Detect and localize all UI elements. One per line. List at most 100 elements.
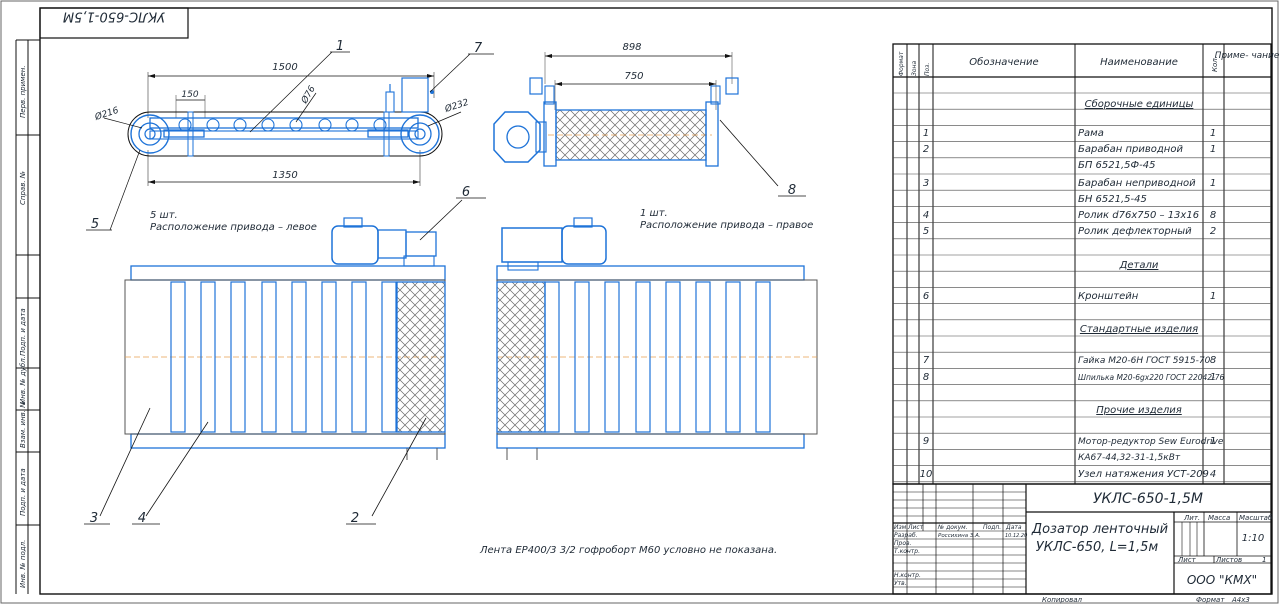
bom-header-designation: Обозначение: [969, 56, 1038, 68]
callout-1: 1: [336, 39, 344, 54]
bom-name: Ролик d76x750 – 13x16: [1078, 210, 1199, 221]
bom-header-zone: Зона: [911, 61, 918, 76]
tb-date: 10.12.20: [1005, 533, 1027, 539]
tb-scale-value: 1:10: [1242, 533, 1264, 544]
callout-7: 7: [474, 41, 483, 56]
bom-row-8: 8 Шпилька М20-6gx220 ГОСТ 22042-76 1: [923, 372, 1225, 383]
bom-qty: 1: [1210, 372, 1216, 383]
bom-row-9b: КА67-44,32-31-1,5кВт: [1078, 453, 1181, 463]
tb-scale: Масштаб: [1239, 514, 1273, 522]
bom-name: Кронштейн: [1078, 291, 1139, 302]
left-margin-strip: [15, 39, 40, 594]
bom-name: Ролик дефлекторный: [1078, 226, 1192, 237]
bom-pos: 4: [923, 210, 929, 221]
bom-name: Мотор-редуктор Sew Eurodrive: [1078, 437, 1224, 447]
bottom-note: Лента ЕР400/3 3/2 гофроборт М60 условно …: [479, 544, 777, 556]
callout-5: 5: [91, 217, 99, 232]
bom-pos: 10: [920, 469, 933, 480]
dim-d76: Ø76: [299, 84, 318, 107]
margin-label-sprav: Справ. №: [19, 171, 27, 205]
bom-name: КА67-44,32-31-1,5кВт: [1078, 453, 1181, 463]
end-view: [493, 52, 779, 187]
bom-name: Рама: [1078, 128, 1104, 139]
tb-col-list: Лист: [907, 524, 924, 531]
margin-label-vzam: Взам. инв. №: [19, 400, 27, 448]
bom-pos: 6: [923, 291, 929, 302]
bom-row-2b: БП 6521,5Ф-45: [1078, 160, 1156, 171]
bom-name: БП 6521,5Ф-45: [1078, 160, 1156, 171]
title-line2: УКЛС-650, L=1,5м: [1036, 540, 1159, 555]
bom-pos: 1: [923, 128, 929, 139]
bom-qty: 2: [1210, 226, 1216, 237]
bom-qty: 4: [1210, 469, 1216, 480]
bom-name: БН 6521,5-45: [1078, 194, 1147, 205]
bom-qty: 8: [1210, 210, 1216, 221]
callout-4: 4: [138, 511, 146, 526]
side-view: [103, 72, 462, 186]
tb-role-prov: Пров.: [894, 540, 912, 547]
top-stamp-box: [39, 7, 189, 39]
title-code: УКЛС-650-1,5М: [1093, 491, 1203, 507]
bom-name: Узел натяжения УСТ-209: [1078, 469, 1209, 480]
note-left-drive: Расположение привода – левое: [150, 222, 317, 233]
tb-col-date: Дата: [1005, 524, 1022, 531]
bom-row-3: 3 Барабан неприводной 1: [923, 177, 1216, 189]
bom-row-3b: БН 6521,5-45: [1078, 194, 1147, 205]
inner-frame: [39, 7, 1273, 595]
bom-header-name: Наименование: [1100, 57, 1178, 68]
title-line1: Дозатор ленточный: [1031, 522, 1168, 537]
bom-row-5: 5 Ролик дефлекторный 2: [923, 226, 1216, 237]
company-name: ООО "КМХ": [1187, 573, 1257, 587]
bom-row-10: 10 Узел натяжения УСТ-209 4: [920, 469, 1217, 480]
bom-pos: 2: [923, 144, 929, 155]
bom-section-details: Детали: [1119, 260, 1159, 271]
tb-format-value: А4х3: [1231, 596, 1250, 604]
bom-pos: 7: [923, 355, 930, 366]
margin-label-podp2: Подп. и дата: [19, 468, 27, 516]
tb-sheets-value: 1: [1262, 556, 1266, 564]
top-stamp-text: УКЛС-650-1,5М: [63, 9, 165, 24]
dim-d216: Ø216: [93, 105, 121, 123]
bom-header-note: Приме- чание: [1215, 51, 1280, 61]
bom-row-6: 6 Кронштейн 1: [923, 291, 1216, 302]
bom-row-7: 7 Гайка М20-6Н ГОСТ 5915-70 8: [923, 355, 1216, 366]
tb-role-nkontr: Н.контр.: [894, 572, 921, 579]
bom-name: Шпилька М20-6gx220 ГОСТ 22042-76: [1078, 373, 1225, 382]
note-right-drive: Расположение привода – правое: [640, 220, 813, 231]
bom-pos: 3: [923, 178, 929, 189]
bom-header-format: Формат: [898, 51, 905, 76]
margin-label-inv-podl: Инв. № подл.: [19, 540, 27, 588]
note-right-qty: 1 шт.: [640, 208, 668, 219]
bom-name: Барабан неприводной: [1078, 177, 1196, 189]
tb-author: Россихина З.А.: [938, 533, 981, 539]
bom-section-standard: Стандартные изделия: [1080, 324, 1198, 335]
dim-898: 898: [622, 42, 641, 53]
bom-header-qty: Кол.: [1211, 56, 1219, 72]
title-block: [892, 483, 1272, 595]
dim-d232: Ø232: [443, 97, 471, 115]
callout-6: 6: [462, 185, 470, 200]
margin-label-podp1: Подп. и дата: [19, 308, 27, 356]
plan-view-left: [99, 199, 463, 517]
bom-qty: 1: [1210, 128, 1216, 139]
bom-qty: 1: [1210, 144, 1216, 155]
tb-role-utv: Утв.: [894, 580, 907, 587]
bom-row-2: 2 Барабан приводной 1: [923, 143, 1216, 155]
margin-label-inv-dubl: Инв. № дубл.: [19, 356, 27, 404]
tb-format: Формат: [1196, 596, 1225, 604]
bom-qty: 1: [1210, 291, 1216, 302]
bom-row-9: 9 Мотор-редуктор Sew Eurodrive 1: [923, 436, 1224, 447]
margin-label-perv: Перв. примен.: [19, 65, 27, 118]
bom-name: Барабан приводной: [1078, 143, 1183, 155]
bom-pos: 9: [923, 436, 929, 447]
bom-qty: 1: [1210, 436, 1216, 447]
tb-lit: Лит.: [1183, 514, 1200, 522]
tb-role-razrab: Разраб.: [894, 532, 918, 539]
bom-pos: 8: [923, 372, 929, 383]
tb-col-sign: Подп.: [983, 524, 1001, 531]
dim-150: 150: [181, 90, 198, 100]
bom-header-pos: Поз.: [924, 63, 931, 76]
plan-view-right: [496, 217, 818, 460]
